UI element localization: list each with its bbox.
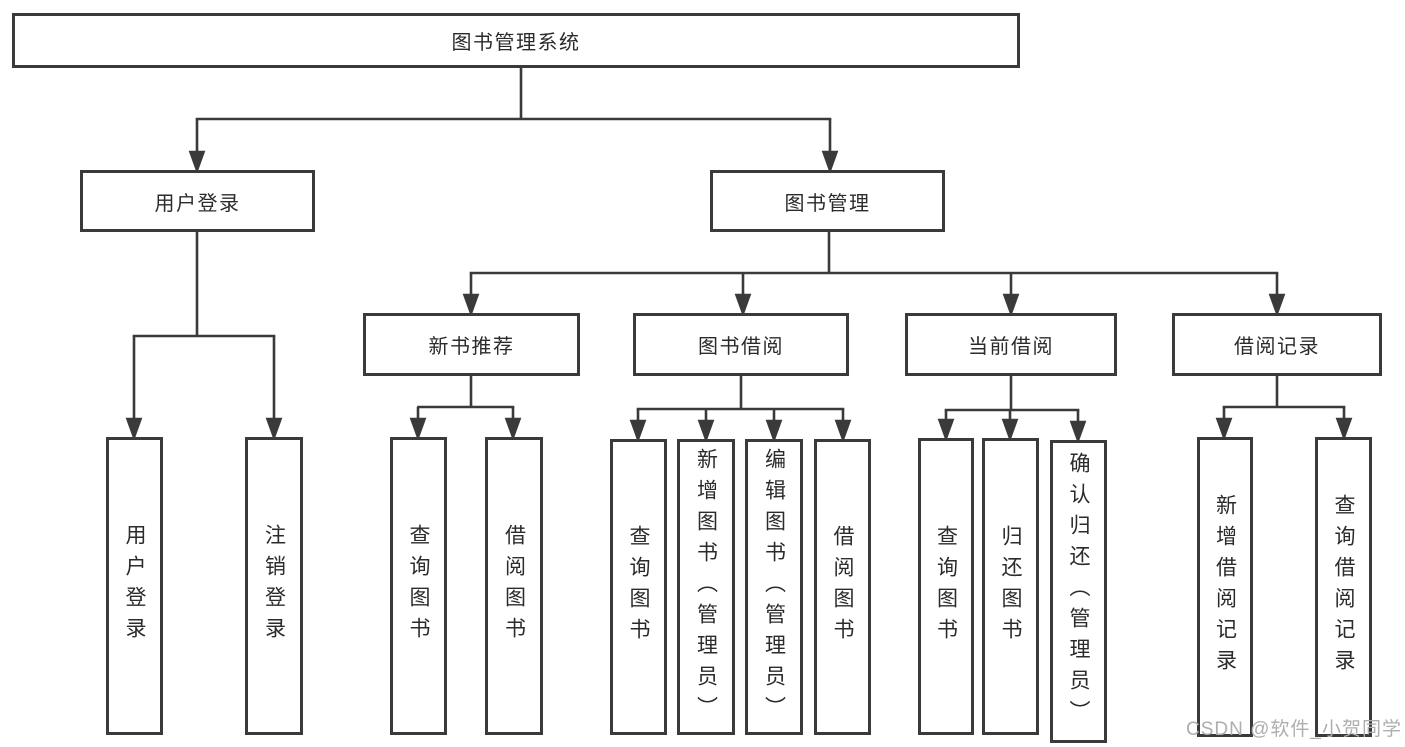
connector-book-borrow-branch (629, 376, 852, 443)
leaf-return-books: 归还图书 (982, 438, 1039, 735)
node-root-system: 图书管理系统 (12, 13, 1020, 68)
connector-book-mgmt-to-level3 (462, 232, 1286, 317)
leaf-borrow-borrow-books-label: 借阅图书 (831, 525, 854, 649)
leaf-borrow-borrow-books: 借阅图书 (814, 439, 871, 735)
leaf-borrow-query-books: 查询图书 (610, 439, 667, 735)
connector-new-book-branch (409, 376, 522, 441)
leaf-newbook-query-books: 查询图书 (390, 437, 447, 735)
leaf-edit-books-admin-label: 编辑图书（管理员） (762, 447, 786, 727)
leaf-newbook-borrow-books-label: 借阅图书 (502, 524, 526, 648)
node-current-borrowing: 当前借阅 (905, 313, 1117, 376)
node-book-management: 图书管理 (710, 170, 945, 232)
connector-borrow-record-branch (1215, 376, 1353, 441)
leaf-add-borrow-record: 新增借阅记录 (1197, 437, 1253, 737)
connector-user-login-branch (125, 232, 283, 441)
leaf-add-books-admin-label: 新增图书（管理员） (694, 447, 718, 727)
leaf-newbook-query-books-label: 查询图书 (407, 524, 430, 648)
leaf-confirm-return-admin-label: 确认归还（管理员） (1067, 452, 1090, 731)
node-new-book-recommend: 新书推荐 (363, 313, 580, 376)
node-book-borrowing: 图书借阅 (633, 313, 849, 376)
leaf-user-login-label: 用户登录 (123, 524, 146, 648)
node-borrowing-records: 借阅记录 (1172, 313, 1382, 376)
leaf-current-query-books: 查询图书 (918, 438, 974, 735)
leaf-current-query-books-label: 查询图书 (934, 524, 958, 649)
leaf-user-login: 用户登录 (106, 437, 163, 735)
leaf-add-books-admin: 新增图书（管理员） (677, 439, 735, 735)
connector-root-to-level2 (188, 68, 839, 174)
leaf-confirm-return-admin: 确认归还（管理员） (1050, 440, 1107, 743)
csdn-watermark: CSDN @软件_小贺同学 (1186, 719, 1402, 740)
leaf-logout: 注销登录 (245, 437, 303, 735)
leaf-return-books-label: 归还图书 (999, 524, 1022, 649)
leaf-query-borrow-record-label: 查询借阅记录 (1332, 494, 1355, 680)
leaf-edit-books-admin: 编辑图书（管理员） (745, 439, 803, 735)
leaf-query-borrow-record: 查询借阅记录 (1315, 437, 1372, 737)
connector-current-borrow-branch (937, 375, 1087, 444)
leaf-logout-label: 注销登录 (262, 524, 286, 648)
leaf-borrow-query-books-label: 查询图书 (627, 525, 650, 649)
leaf-newbook-borrow-books: 借阅图书 (485, 437, 543, 735)
node-user-login: 用户登录 (80, 170, 315, 232)
leaf-add-borrow-record-label: 新增借阅记录 (1213, 494, 1237, 680)
